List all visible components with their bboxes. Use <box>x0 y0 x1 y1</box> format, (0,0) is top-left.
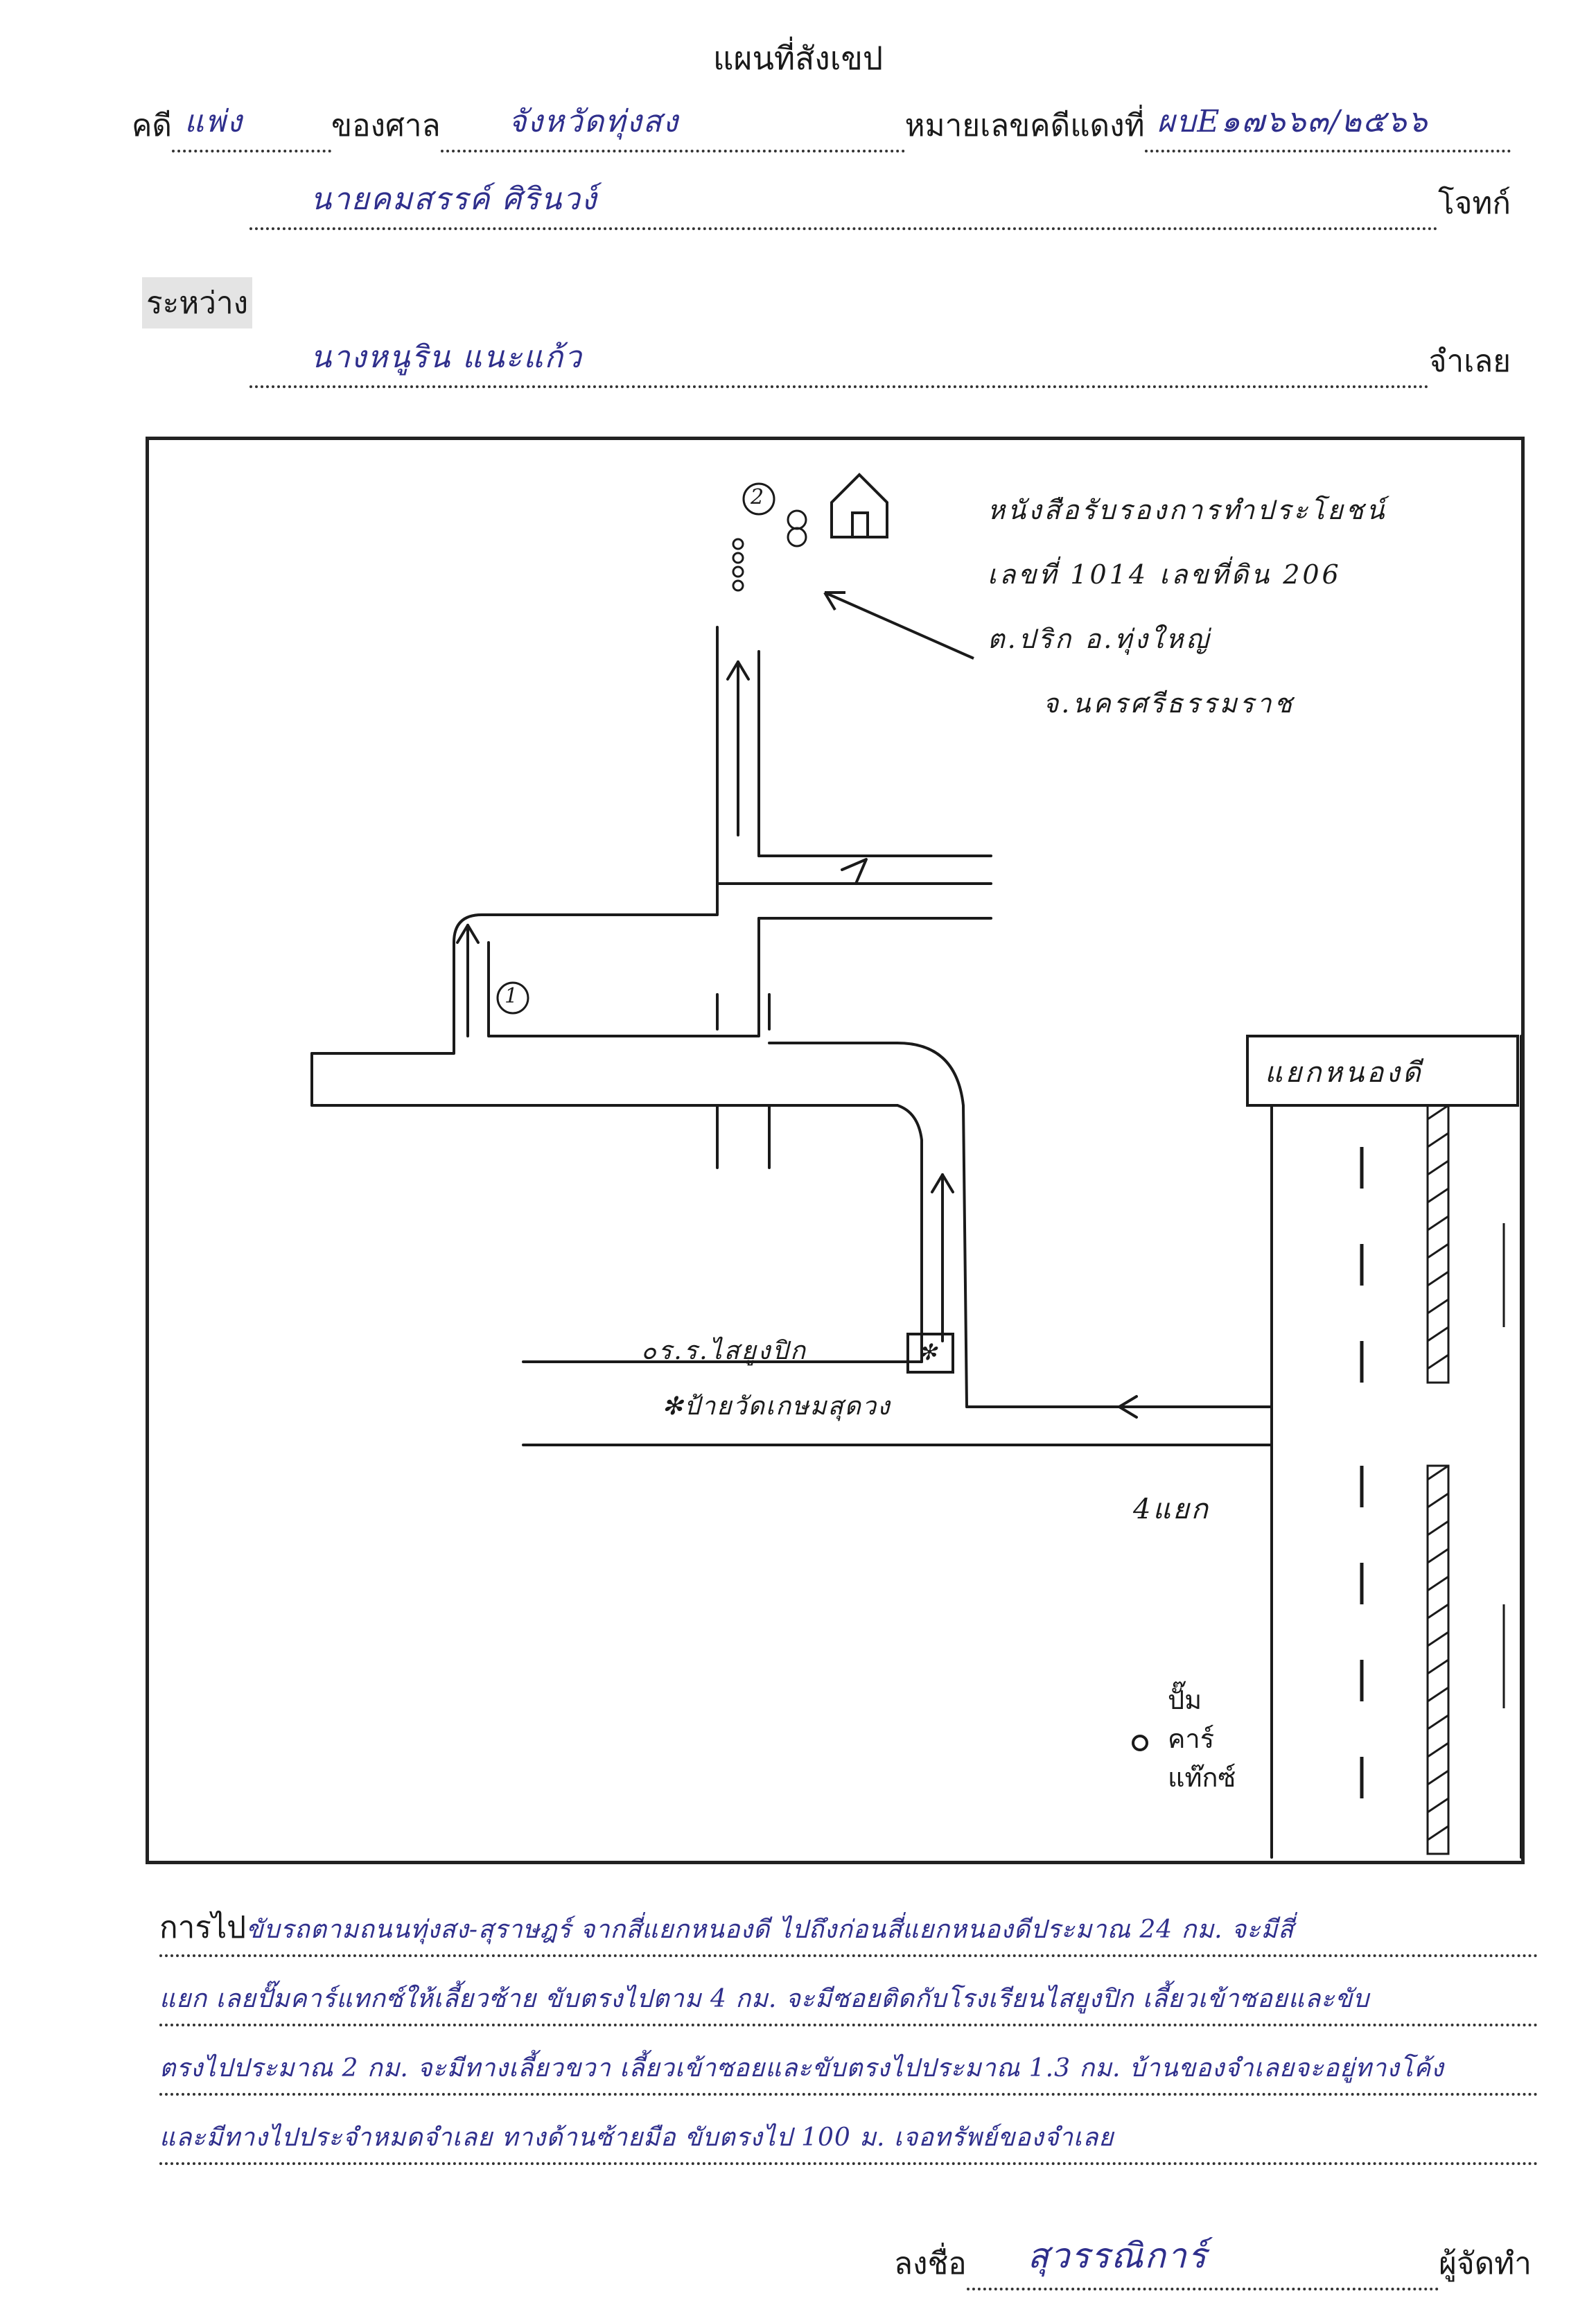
description-text-4: และมีทางไปประจำหมดจำเลย ทางด้านซ้ายมือ ข… <box>159 2123 1114 2152</box>
between-label: ระหว่าง <box>142 277 253 328</box>
description-line-4: และมีทางไปประจำหมดจำเลย ทางด้านซ้ายมือ ข… <box>159 2107 1538 2165</box>
sketch-map: 1 2 ✻ หนังสือรับรองการทำประโยชน์ เลขที่ … <box>146 437 1525 1864</box>
road-curve-outer <box>768 1042 968 1408</box>
cross-bottom <box>716 1104 771 1169</box>
marker-1-circle <box>496 981 529 1015</box>
court-field: จังหวัดทุ่งสง <box>440 104 905 152</box>
plaintiff-field: นายคมสรรค์ ศิรินวง์ <box>249 182 1438 230</box>
arrow-1-head <box>1118 1395 1138 1419</box>
description-text-3: ตรงไปประมาณ 2 กม. จะมีทางเลี้ยวขวา เลี้ย… <box>159 2054 1444 2083</box>
description-lead-label: การไป <box>159 1910 247 1945</box>
case-type-field: แพ่ง <box>172 104 332 152</box>
road-upper-inner <box>487 917 760 1037</box>
plaintiff-label: โจทก์ <box>1437 186 1511 221</box>
red-case-label: หมายเลขคดีแดงที่ <box>904 108 1145 143</box>
land-title-note: หนังสือรับรองการทำประโยชน์ เลขที่ 1014 เ… <box>988 489 1387 724</box>
description-line-2: แยก เลยปั๊มคาร์แทกซ์ให้เลี้ยวซ้าย ขับตรง… <box>159 1968 1538 2026</box>
court-name-value: จังหวัดทุ่งสง <box>508 104 679 139</box>
junction-label: แยกหนองดี <box>1265 1057 1423 1089</box>
case-type-value: แพ่ง <box>184 104 243 139</box>
route-description: การไป ขับรถตามถนนทุ่งสง-สุราษฎร์ จากสี่แ… <box>159 1899 1538 2176</box>
pump-station-label: ปั๊ม คาร์ แท๊กซ์ <box>1168 1681 1236 1797</box>
signature-label: ลงชื่อ <box>894 2246 967 2281</box>
house-icon <box>830 473 888 538</box>
boundary-dots <box>732 509 807 592</box>
red-case-number: ผบE๑๗๖๖๓/๒๕๖๖ <box>1157 104 1429 139</box>
arrow-3-head <box>456 924 480 944</box>
note-line-1: หนังสือรับรองการทำประโยชน์ <box>988 495 1387 525</box>
signature-row: ลงชื่อ สุวรรณิการ์ ผู้จัดทำ <box>894 2235 1532 2290</box>
junction-box <box>1246 1035 1519 1107</box>
defendant-name: นางหนูริน แนะแก้ว <box>310 340 583 375</box>
case-label: คดี <box>132 108 173 143</box>
signature-role: ผู้จัดทำ <box>1439 2246 1532 2281</box>
plaintiff-name: นายคมสรรค์ ศิรินวง์ <box>310 182 598 217</box>
cross-top <box>716 993 771 1031</box>
arrow-5-head <box>841 858 868 885</box>
temple-sign-label: ✻ป้ายวัดเกษมสุดวง <box>662 1392 891 1421</box>
road-upper-edge-1 <box>310 882 992 1055</box>
description-text-2: แยก เลยปั๊มคาร์แทกซ์ให้เลี้ยวซ้าย ขับตรง… <box>159 1985 1369 2013</box>
note-line-2: เลขที่ 1014 เลขที่ดิน 206 <box>988 559 1342 590</box>
signature-field: สุวรรณิการ์ <box>966 2236 1439 2290</box>
red-case-field: ผบE๑๗๖๖๓/๒๕๖๖ <box>1144 104 1511 152</box>
sign-box <box>906 1333 954 1374</box>
marker-1-label: 1 <box>505 984 518 1008</box>
median-hatch <box>1426 1049 1505 1855</box>
school-label: ๐ร.ร.ไสยูงปิก <box>641 1337 807 1365</box>
marker-2-label: 2 <box>751 485 764 509</box>
description-line-1: การไป ขับรถตามถนนทุ่งสง-สุราษฎร์ จากสี่แ… <box>159 1899 1538 1957</box>
note-line-4: จ.นครศรีธรรมราช <box>1043 688 1295 719</box>
case-info-row: คดี แพ่ง ของศาล จังหวัดทุ่งสง หมายเลขคดี… <box>132 104 1511 152</box>
defendant-row: นางหนูริน แนะแก้ว จำเลย <box>249 340 1511 388</box>
pump-label-3: แท๊กซ์ <box>1168 1762 1236 1793</box>
signature-name: สุวรรณิการ์ <box>1027 2236 1208 2276</box>
sign-star-icon: ✻ <box>918 1339 937 1365</box>
arrow-4-head <box>726 660 750 681</box>
pump-label-1: ปั๊ม <box>1168 1685 1202 1715</box>
page-title: แผนที่สังเขป <box>712 40 884 77</box>
road-curve-inner <box>896 1104 923 1363</box>
defendant-field: นางหนูริน แนะแก้ว <box>249 340 1429 388</box>
description-line-3: ตรงไปประมาณ 2 กม. จะมีทางเลี้ยวขวา เลี้ย… <box>159 2037 1538 2096</box>
court-label: ของศาล <box>331 108 441 143</box>
plaintiff-row: นายคมสรรค์ ศิรินวง์ โจทก์ <box>249 182 1511 230</box>
map-drawing <box>310 473 1521 1859</box>
pump-station-icon <box>1132 1735 1148 1751</box>
note-line-3: ต.ปริก อ.ทุ่งใหญ่ <box>988 624 1211 654</box>
defendant-label: จำเลย <box>1428 344 1511 379</box>
pump-label-2: คาร์ <box>1168 1724 1215 1754</box>
description-text-1: ขับรถตามถนนทุ่งสง-สุราษฎร์ จากสี่แยกหนอง… <box>246 1916 1295 1944</box>
note-pointer <box>823 591 974 660</box>
arrow-2-head <box>931 1173 954 1193</box>
intersection-label: 4แยก <box>1133 1493 1210 1525</box>
marker-2-circle <box>742 482 775 516</box>
